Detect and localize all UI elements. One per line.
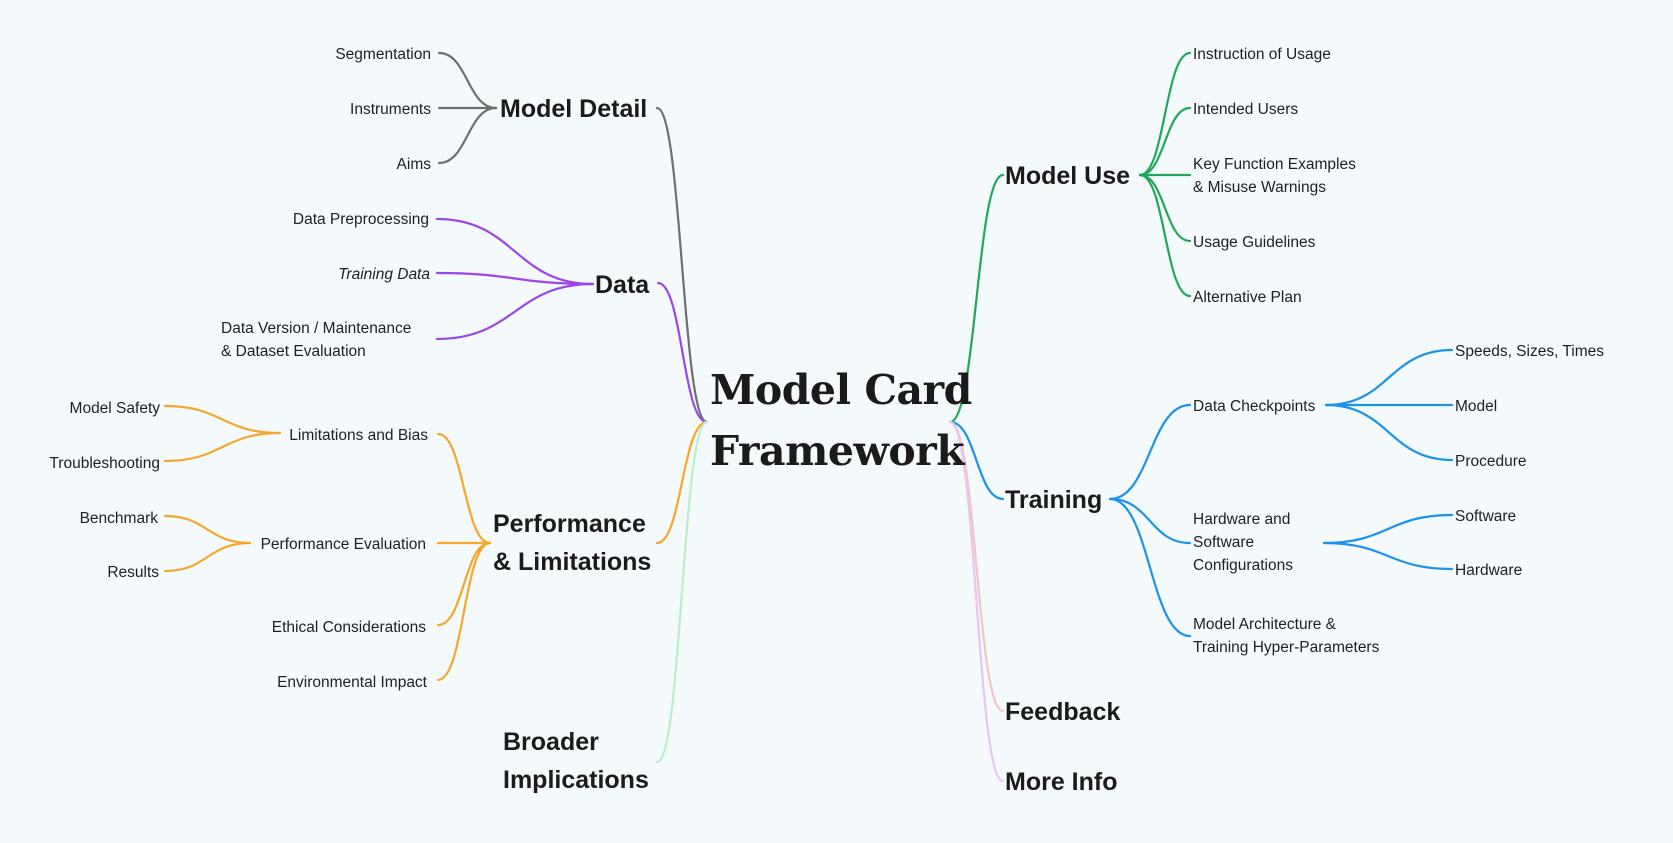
branch-data[interactable]: Data <box>595 271 650 299</box>
branch-performance-limitations[interactable]: Performance & Limitations <box>493 510 652 576</box>
leaf-usage-guidelines[interactable]: Usage Guidelines <box>1193 234 1316 251</box>
leaf-aims[interactable]: Aims <box>396 156 431 173</box>
link-data-preprocessing <box>435 217 595 286</box>
leaf-hardware[interactable]: Hardware <box>1455 562 1523 579</box>
branch-broader-implications[interactable]: Broader Implications <box>503 728 649 794</box>
leaf-data-preprocessing[interactable]: Data Preprocessing <box>292 211 429 228</box>
link-procedure <box>1324 403 1454 462</box>
leaf-alternative-plan[interactable]: Alternative Plan <box>1193 289 1302 306</box>
link-model-detail <box>655 106 709 424</box>
leaf-instruction-of-usage[interactable]: Instruction of Usage <box>1193 46 1331 63</box>
link-configs <box>1108 497 1192 545</box>
leaf-intended-users[interactable]: Intended Users <box>1193 101 1299 118</box>
leaf-data-version[interactable]: Data Version / Maintenance & Dataset Eva… <box>221 320 412 360</box>
link-segmentation <box>437 51 498 110</box>
leaf-instruments[interactable]: Instruments <box>350 101 431 118</box>
branch-feedback[interactable]: Feedback <box>1005 698 1121 726</box>
link-intended-users <box>1138 106 1192 177</box>
link-troubleshooting <box>163 431 282 463</box>
leaf-speeds-sizes-times[interactable]: Speeds, Sizes, Times <box>1455 343 1605 360</box>
link-speeds <box>1324 348 1454 407</box>
branch-model-detail[interactable]: Model Detail <box>500 95 648 123</box>
leaf-ethical-considerations[interactable]: Ethical Considerations <box>271 619 426 636</box>
central-title-line-2: Framework <box>710 427 965 475</box>
leaf-environmental-impact[interactable]: Environmental Impact <box>277 674 427 691</box>
link-model-safety <box>163 404 282 435</box>
branch-training[interactable]: Training <box>1005 486 1103 514</box>
link-software <box>1322 513 1454 545</box>
link-alternative-plan <box>1138 173 1192 298</box>
leaf-benchmark[interactable]: Benchmark <box>79 510 158 527</box>
branch-model-use[interactable]: Model Use <box>1005 162 1131 190</box>
link-training-data <box>435 271 595 286</box>
link-limitations-bias <box>436 432 492 545</box>
sub-hardware-software-configurations[interactable]: Hardware and Software Configurations <box>1193 511 1293 574</box>
leaf-training-data[interactable]: Training Data <box>338 266 430 283</box>
leaf-model-architecture[interactable]: Model Architecture & Training Hyper-Para… <box>1193 616 1380 656</box>
leaf-troubleshooting[interactable]: Troubleshooting <box>49 455 160 472</box>
sub-limitations-bias[interactable]: Limitations and Bias <box>289 427 428 444</box>
link-results <box>163 541 252 573</box>
leaf-key-function-examples[interactable]: Key Function Examples & Misuse Warnings <box>1193 156 1356 196</box>
leaf-software[interactable]: Software <box>1455 508 1517 525</box>
central-title-line-1: Model Card <box>710 366 972 414</box>
sub-data-checkpoints[interactable]: Data Checkpoints <box>1193 398 1316 415</box>
link-data <box>656 281 709 424</box>
link-performance <box>655 420 709 545</box>
link-more-info <box>948 420 1005 783</box>
link-data-checkpoints <box>1108 403 1192 501</box>
link-architecture <box>1108 497 1192 638</box>
link-broader <box>655 420 709 764</box>
link-training <box>948 420 1005 501</box>
branch-more-info[interactable]: More Info <box>1005 768 1118 796</box>
leaf-procedure[interactable]: Procedure <box>1455 453 1527 470</box>
link-model-use <box>948 173 1005 424</box>
link-aims <box>437 106 498 165</box>
leaf-model[interactable]: Model <box>1455 398 1498 415</box>
link-benchmark <box>163 514 252 545</box>
sub-performance-evaluation[interactable]: Performance Evaluation <box>260 536 426 553</box>
link-environmental <box>436 541 492 682</box>
link-hardware <box>1322 541 1454 571</box>
link-instruction-of-usage <box>1138 51 1192 177</box>
link-data-version <box>435 282 595 341</box>
leaf-model-safety[interactable]: Model Safety <box>69 400 160 417</box>
leaf-results[interactable]: Results <box>107 564 159 581</box>
leaf-segmentation[interactable]: Segmentation <box>335 46 431 63</box>
